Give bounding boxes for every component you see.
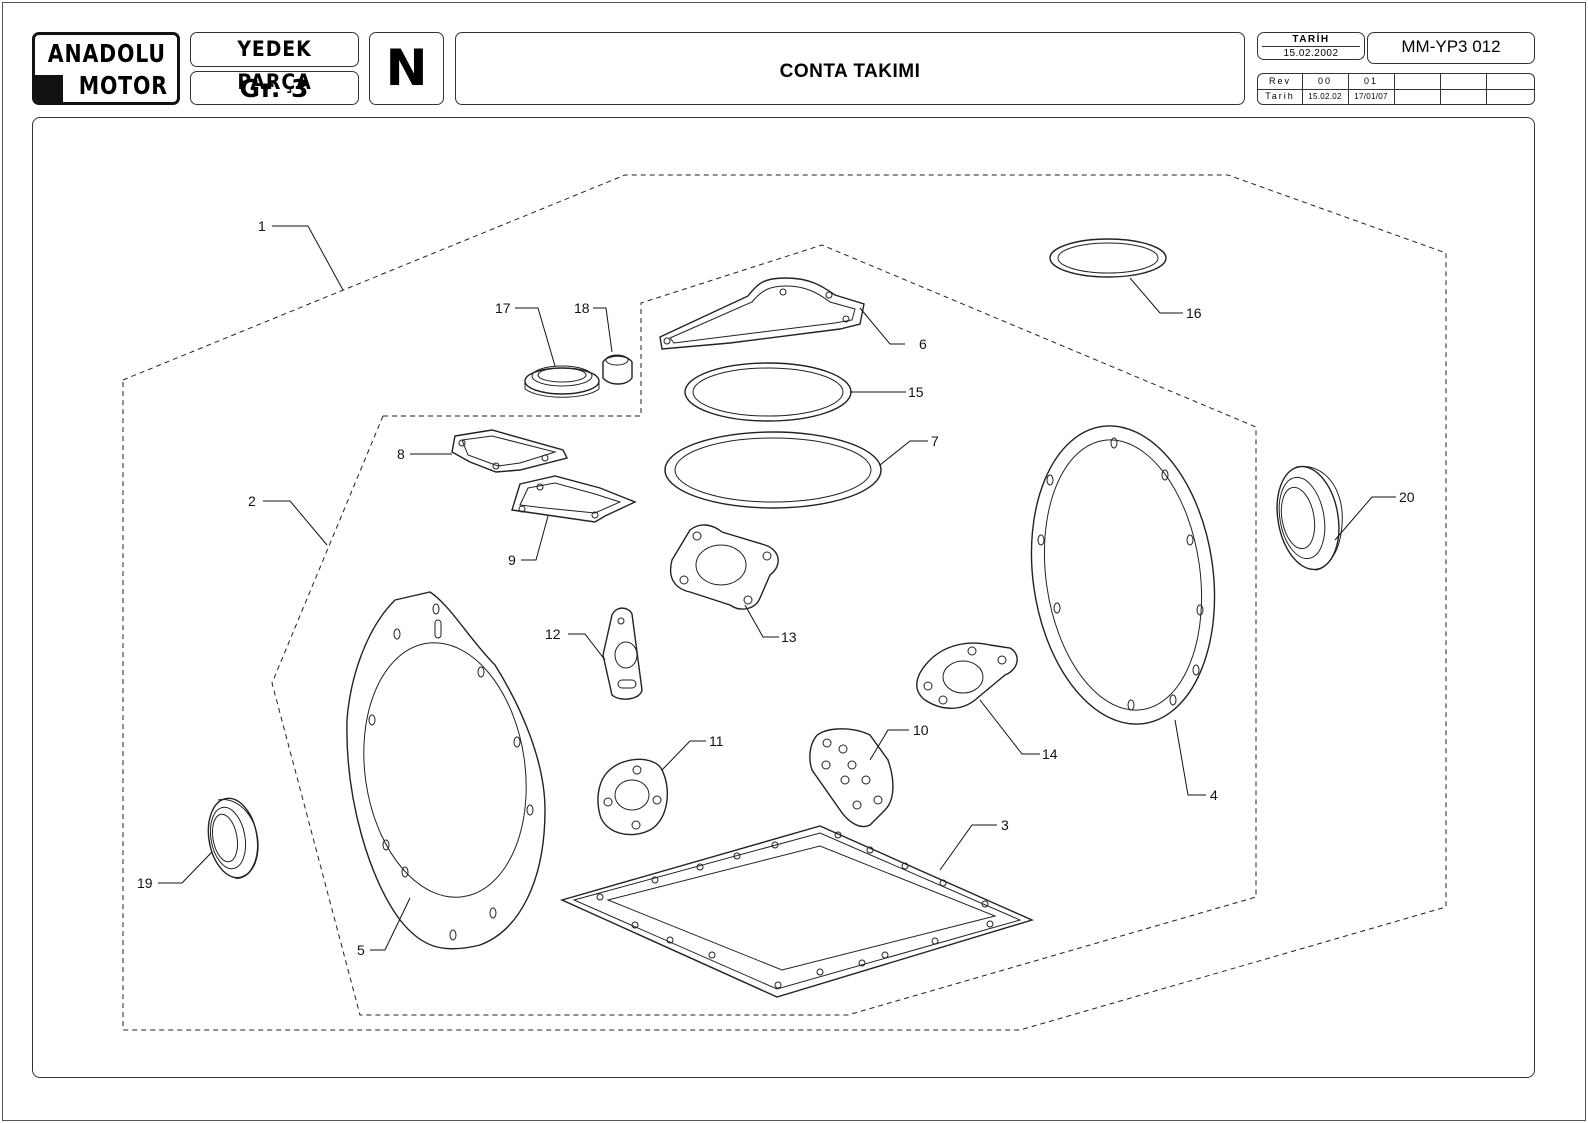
gasket-11 [597, 758, 669, 836]
kit-boundary-outer [122, 174, 1447, 1031]
gasket-14 [916, 642, 1018, 709]
revision-date-label: Tarih [1265, 91, 1295, 101]
callout-3: 3 [1001, 817, 1009, 833]
gasket-6 [659, 277, 865, 350]
callout-9: 9 [508, 552, 516, 568]
gasket-12 [602, 607, 643, 700]
doc-code: MM-YP3 012 [1401, 37, 1501, 56]
callout-17: 17 [495, 300, 511, 316]
date-divider [1262, 46, 1360, 47]
callout-18: 18 [574, 300, 590, 316]
revision-rev-label: Rev [1268, 76, 1291, 86]
logo-line-1: ANADOLU [47, 39, 166, 68]
drawing-area [32, 117, 1535, 1078]
date-box: TARİH 15.02.2002 [1257, 32, 1365, 60]
revision-date: 15.02.02 [1308, 92, 1342, 101]
letter-box: N [369, 32, 444, 105]
oil-seal-20 [1276, 465, 1340, 571]
callout-12: 12 [545, 626, 561, 642]
section-title-box: YEDEK PARÇA [190, 32, 359, 94]
revision-number: 00 [1317, 76, 1332, 86]
gasket-5 [346, 591, 546, 950]
gasket-8 [451, 429, 569, 473]
gasket-13 [669, 524, 779, 610]
gasket-3 [559, 825, 1035, 998]
doc-code-box: MM-YP3 012 [1367, 32, 1535, 64]
gasket-15 [684, 362, 852, 422]
revision-col-divider [1302, 74, 1303, 104]
date-label: TARİH [1292, 34, 1330, 45]
date-value: 15.02.2002 [1283, 48, 1339, 59]
ring-16 [1049, 238, 1167, 278]
revision-col-divider [1486, 74, 1487, 104]
callout-16: 16 [1186, 305, 1202, 321]
group-label: Gr. 3 [239, 74, 310, 103]
callout-1: 1 [258, 218, 266, 234]
gasket-10 [809, 728, 894, 828]
revision-col-divider [1394, 74, 1395, 104]
logo-block [35, 75, 63, 102]
gasket-7 [664, 431, 882, 509]
revision-col-divider [1348, 74, 1349, 104]
callout-13: 13 [781, 629, 797, 645]
leader-lines [158, 225, 1396, 951]
revision-number: 01 [1363, 76, 1378, 86]
logo-line-2: MOTOR [78, 71, 168, 100]
callout-4: 4 [1210, 787, 1218, 803]
group-box: Gr. 3 [190, 71, 359, 105]
callout-14: 14 [1042, 746, 1058, 762]
section-title: YEDEK PARÇA [237, 37, 312, 94]
callout-labels: 1 2 3 4 5 6 7 8 9 10 11 12 13 14 15 16 1… [137, 218, 1415, 958]
gasket-9 [511, 475, 637, 523]
title-box: CONTA TAKIMI [455, 32, 1245, 105]
callout-10: 10 [913, 722, 929, 738]
page-title: CONTA TAKIMI [779, 61, 921, 82]
revision-row-divider [1258, 89, 1534, 90]
callout-15: 15 [908, 384, 924, 400]
company-logo: ANADOLU MOTOR [32, 32, 180, 105]
valve-seal-18 [602, 355, 633, 385]
revision-col-divider [1440, 74, 1441, 104]
callout-19: 19 [137, 875, 153, 891]
gasket-4 [1030, 425, 1216, 725]
callout-11: 11 [709, 733, 724, 749]
kit-boundary-inner [271, 244, 1257, 1016]
callout-6: 6 [919, 336, 927, 352]
callout-20: 20 [1399, 489, 1415, 505]
callout-2: 2 [248, 493, 256, 509]
callout-8: 8 [397, 446, 405, 462]
callout-7: 7 [931, 433, 939, 449]
revision-date: 17/01/07 [1354, 92, 1388, 101]
letter-label: N [385, 39, 428, 97]
revision-table: Rev Tarih 00 01 15.02.02 17/01/07 [1257, 73, 1535, 105]
callout-5: 5 [357, 942, 365, 958]
